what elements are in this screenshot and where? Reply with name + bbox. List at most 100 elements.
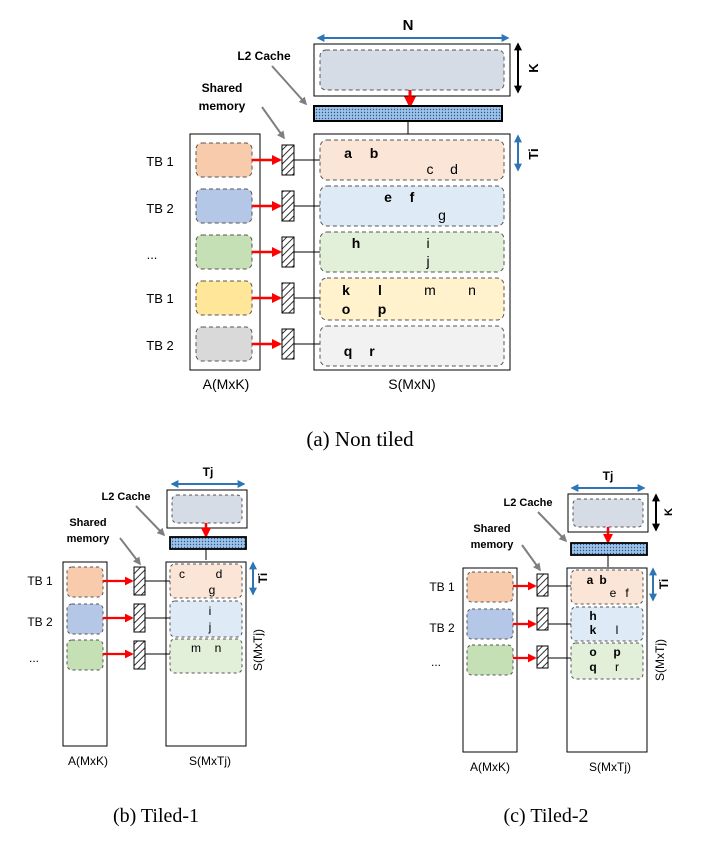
a-tile	[195, 234, 253, 270]
element-label: q	[344, 343, 353, 359]
element-label: p	[378, 301, 387, 317]
panel-b-row: TB 2 i j	[27, 600, 243, 638]
hatched-shared-memory-icon	[281, 236, 295, 268]
caption-a: (a) Non tiled	[306, 427, 414, 451]
panel-b-row: ... m n	[29, 638, 243, 674]
element-label: n	[215, 641, 222, 655]
a-tile	[66, 639, 104, 671]
hatched-shared-memory-icon	[536, 573, 549, 597]
dim-n-label: N	[403, 17, 414, 34]
element-label: b	[599, 573, 606, 587]
a-tile	[466, 644, 514, 676]
s-tile	[570, 606, 644, 642]
element-label: d	[450, 161, 458, 177]
element-label: l	[378, 282, 382, 298]
s-tile	[319, 231, 505, 273]
hatched-shared-memory-icon	[281, 144, 295, 176]
a-tile	[195, 142, 253, 178]
a-tile	[66, 566, 104, 598]
a-tile	[195, 326, 253, 362]
element-label: l	[616, 623, 619, 637]
dim-ti-label: Ti	[657, 579, 671, 589]
l2-cache-label: L2 Cache	[102, 491, 151, 503]
gray-arrow-icon	[521, 544, 541, 572]
shared-memory-label-line2: memory	[471, 539, 515, 551]
element-label: r	[369, 343, 375, 359]
element-label: d	[216, 567, 223, 581]
hatched-shared-memory-icon	[133, 640, 146, 670]
b-matrix-block	[319, 49, 505, 91]
element-label: q	[589, 660, 596, 674]
element-label: m	[424, 282, 436, 298]
gray-arrow-icon	[135, 505, 166, 537]
tb-label: TB 2	[429, 621, 455, 635]
element-label: a	[587, 573, 594, 587]
dotted-cache-bar-icon	[570, 542, 648, 556]
element-label: h	[352, 235, 361, 251]
gray-arrow-icon	[261, 106, 285, 140]
panel-b-row: TB 1 c d g	[27, 563, 243, 599]
hatched-shared-memory-icon	[281, 282, 295, 314]
element-label: c	[179, 567, 185, 581]
element-label: e	[610, 586, 617, 600]
tb-label: ...	[147, 247, 158, 262]
caption-b: (b) Tiled-1	[113, 805, 199, 827]
gray-arrow-icon	[119, 537, 141, 566]
dim-k-label: K	[663, 508, 675, 516]
s-tile	[319, 325, 505, 367]
dim-tj-label: Tj	[603, 469, 614, 483]
panel-c: Tj K L2 Cache Shared memory Ti S(MxTj) T…	[429, 469, 675, 827]
s-matrix-label: S(MxN)	[388, 376, 435, 392]
element-label: b	[370, 145, 379, 161]
element-label: g	[438, 207, 446, 223]
element-label: f	[410, 189, 415, 205]
element-label: a	[344, 145, 352, 161]
element-label: f	[625, 586, 629, 600]
shared-memory-label-line1: Shared	[473, 523, 510, 535]
dotted-cache-bar-icon	[169, 536, 247, 550]
s-tile	[319, 277, 505, 321]
element-label: j	[425, 253, 429, 269]
hatched-shared-memory-icon	[281, 328, 295, 360]
s-tile	[570, 569, 644, 605]
panel-c-row: ... o p q r	[431, 642, 644, 680]
panel-c-row: TB 2 h k l	[429, 606, 644, 642]
s-tile	[319, 139, 505, 181]
s-side-label: S(MxTj)	[653, 639, 667, 681]
tb-label: TB 2	[27, 615, 53, 629]
element-label: g	[209, 583, 216, 597]
a-tile	[195, 188, 253, 224]
dim-k-label: K	[526, 63, 541, 73]
panel-c-row: TB 1 a b e f	[429, 569, 644, 605]
b-matrix-block	[572, 498, 644, 528]
element-label: r	[615, 660, 619, 674]
hatched-shared-memory-icon	[536, 607, 549, 631]
gray-arrow-icon	[271, 65, 308, 106]
l2-cache-label: L2 Cache	[504, 497, 553, 509]
dim-tj-label: Tj	[203, 465, 214, 479]
panel-a-row: TB 1 a b c d	[146, 139, 505, 181]
element-label: m	[191, 641, 201, 655]
s-tile	[169, 600, 243, 638]
panel-a-row: TB 2 e f g	[146, 185, 505, 227]
b-matrix-block	[171, 494, 243, 524]
caption-c: (c) Tiled-2	[504, 805, 589, 827]
panel-a-row: TB 2 q r	[146, 325, 505, 367]
tb-label: TB 2	[146, 338, 173, 353]
s-tile	[570, 642, 644, 680]
s-tile	[169, 638, 243, 674]
a-tile	[66, 603, 104, 635]
s-matrix-label: S(MxTj)	[589, 760, 631, 774]
s-matrix-label: S(MxTj)	[189, 754, 231, 768]
tb-label: ...	[29, 651, 39, 665]
element-label: h	[589, 609, 596, 623]
dim-ti-label: Ti	[526, 148, 541, 159]
hatched-shared-memory-icon	[133, 566, 146, 596]
a-matrix-label: A(MxK)	[203, 376, 250, 392]
panel-b: Tj L2 Cache Shared memory Ti S(MxTj) TB …	[27, 465, 270, 827]
a-tile	[195, 280, 253, 316]
element-label: j	[208, 620, 212, 634]
hatched-shared-memory-icon	[281, 190, 295, 222]
element-label: i	[209, 604, 212, 618]
tb-label: TB 1	[146, 154, 173, 169]
